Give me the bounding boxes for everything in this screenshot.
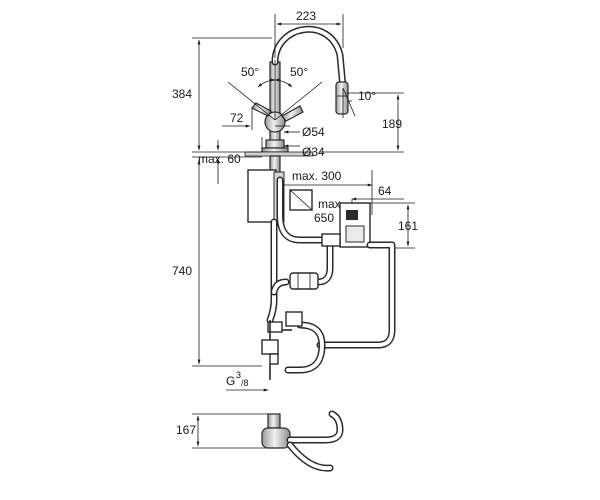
dim-line-max-300 [283,170,373,215]
lever-angle-guides [227,60,323,121]
lever-offset-label: 72 [230,111,244,125]
side-view [192,410,344,472]
under-740-label: 740 [172,264,192,278]
body-diameter-label: Ø54 [302,125,325,139]
dim-line-diameters [261,130,300,152]
thread-numerator: 3 [236,370,241,380]
lower-valves [261,311,326,380]
angle-right-label: 50° [290,65,308,79]
spray-angle-guide [342,87,356,118]
max-650-label: 650 [314,211,334,225]
angle-left-label: 50° [241,65,259,79]
side-view-167-label: 167 [176,423,196,437]
spray-head [335,81,349,115]
filter-unit [289,272,319,290]
base-diameter-label: Ø34 [302,145,325,159]
spout-height-label: 189 [382,117,402,131]
side-64-label: 64 [378,184,392,198]
tee-connector [321,233,341,247]
total-height-label: 384 [172,87,192,101]
lever-right [281,105,304,122]
thread-denominator: /8 [241,378,249,388]
hose-lines [266,176,396,349]
side-view-body [261,427,291,449]
dim-line-189 [320,92,404,153]
thread-label: G 3 /8 [226,370,269,392]
spout-reach-label: 223 [296,9,316,23]
dim-line-72 [222,108,290,130]
max-300-label: max. 300 [292,169,342,183]
dim-line-740 [192,159,262,367]
dim-line-384 [192,37,272,153]
max-label: max. [318,197,344,211]
faucet-body [244,25,349,179]
spray-angle-label: 10° [358,89,376,103]
dim-line-223 [274,14,344,58]
box-161-label: 161 [398,219,418,233]
weight-housing [247,169,277,223]
thread-g-label: G [226,374,235,388]
max-deck-label: max. 60 [198,152,241,166]
faucet-base [265,139,285,149]
dim-line-max-60 [192,140,262,184]
